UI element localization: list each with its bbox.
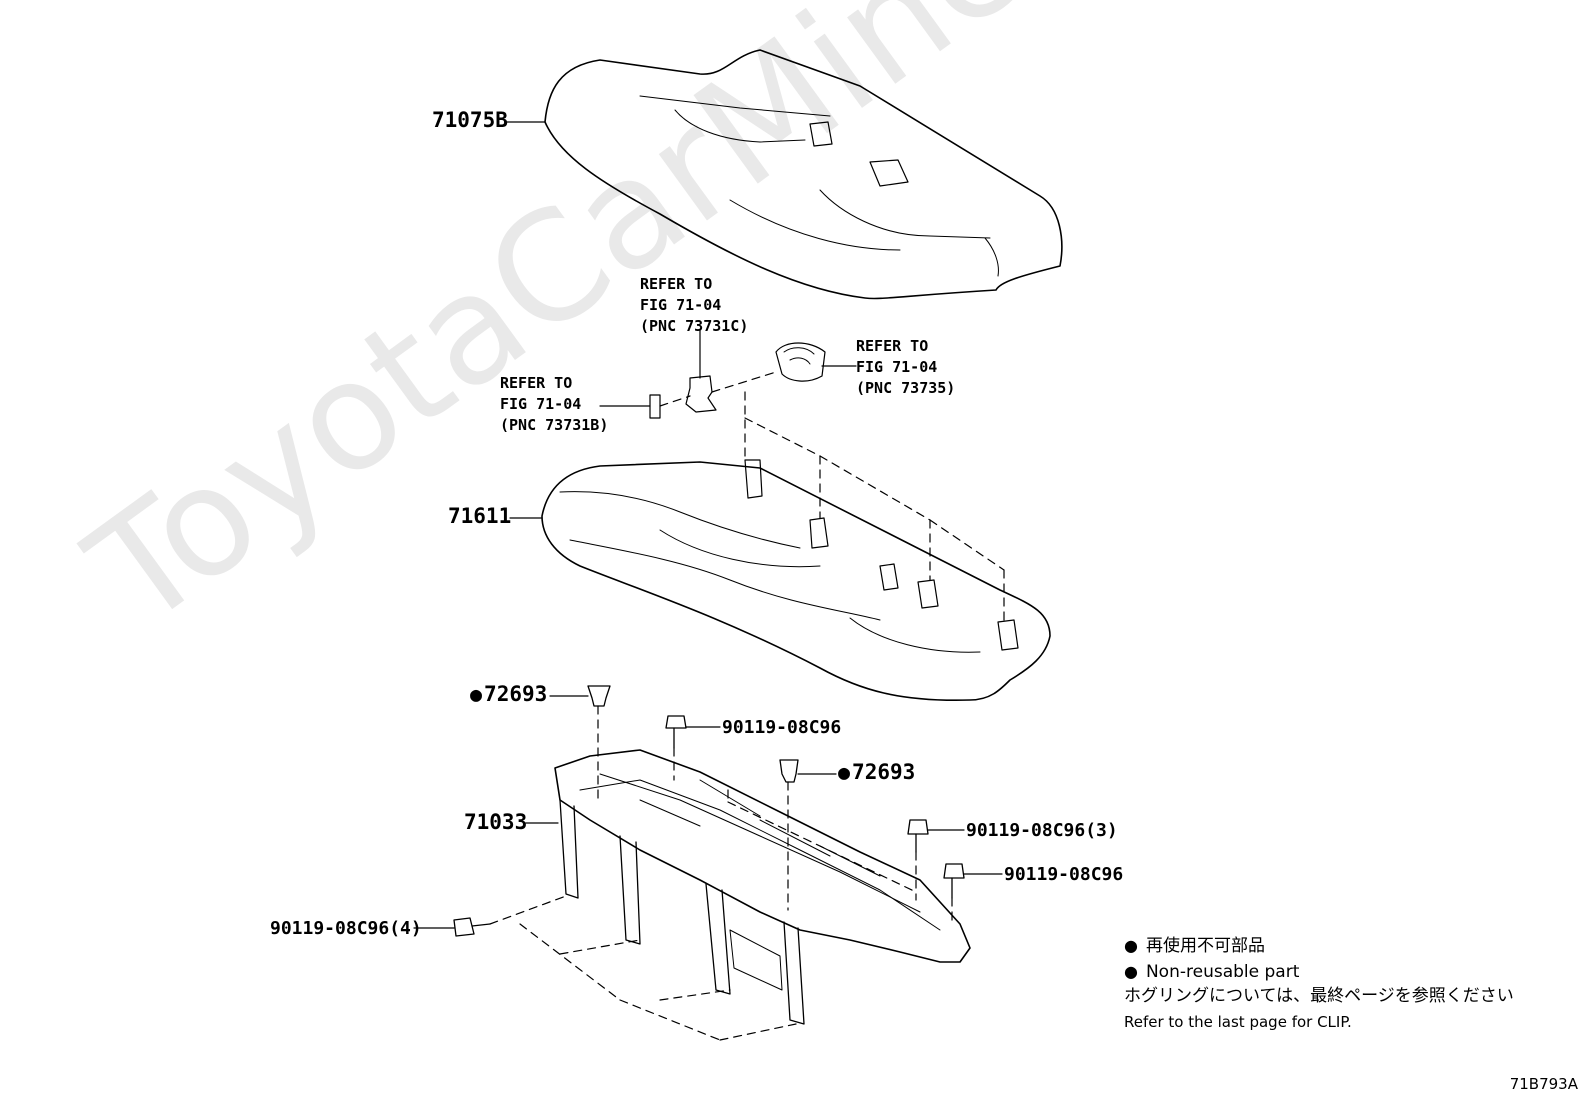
leader-lines: [413, 121, 1003, 929]
refer-line: REFER TO: [640, 275, 713, 293]
refer-label-73735: REFER TO FIG 71-04 (PNC 73735): [856, 336, 955, 399]
refer-label-73731c: REFER TO FIG 71-04 (PNC 73731C): [640, 274, 748, 337]
cushion-pad-drawing: [541, 459, 1051, 702]
part-label-bolt-3: 90119-08C96(3): [966, 820, 1118, 841]
legend-en-clip-note: Refer to the last page for CLIP.: [1124, 1013, 1352, 1031]
refer-line: REFER TO: [856, 337, 929, 355]
refer-line: FIG 71-04: [640, 296, 722, 314]
legend-jp-clip-note: ホグリングについては、最終ページを参照ください: [1124, 986, 1514, 1006]
part-label-71033: 71033: [464, 810, 528, 834]
part-label-bolt-4: 90119-08C96(4): [270, 918, 422, 939]
frame-drawing: [554, 749, 971, 1025]
refer-line: (PNC 73735): [856, 379, 956, 397]
legend-jp-nonreusable: 再使用不可部品: [1124, 934, 1265, 958]
dashed-lines: [489, 371, 1005, 1041]
refer-line: FIG 71-04: [856, 358, 938, 376]
refer-line: (PNC 73731B): [500, 416, 609, 434]
refer-line: FIG 71-04: [500, 395, 582, 413]
legend-en-nonreusable: Non-reusable part: [1124, 960, 1299, 984]
part-label-71075b: 71075B: [432, 108, 508, 132]
bolt-drawing: [453, 715, 965, 937]
part-label-bolt-1: 90119-08C96: [722, 717, 842, 738]
figure-code: 71B793A: [1509, 1075, 1578, 1093]
refer-line: REFER TO: [500, 374, 573, 392]
part-label-72693-upper: 72693: [470, 684, 547, 705]
cushion-cover-drawing: [544, 49, 1063, 300]
clip-drawing: [587, 685, 799, 783]
refer-label-73731b: REFER TO FIG 71-04 (PNC 73731B): [500, 373, 608, 436]
refer-line: (PNC 73731C): [640, 317, 749, 335]
part-label-bolt-single: 90119-08C96: [1004, 864, 1124, 885]
part-label-72693-lower: 72693: [838, 762, 915, 783]
part-label-71611: 71611: [448, 504, 512, 528]
refer-parts-drawing: [649, 342, 826, 419]
